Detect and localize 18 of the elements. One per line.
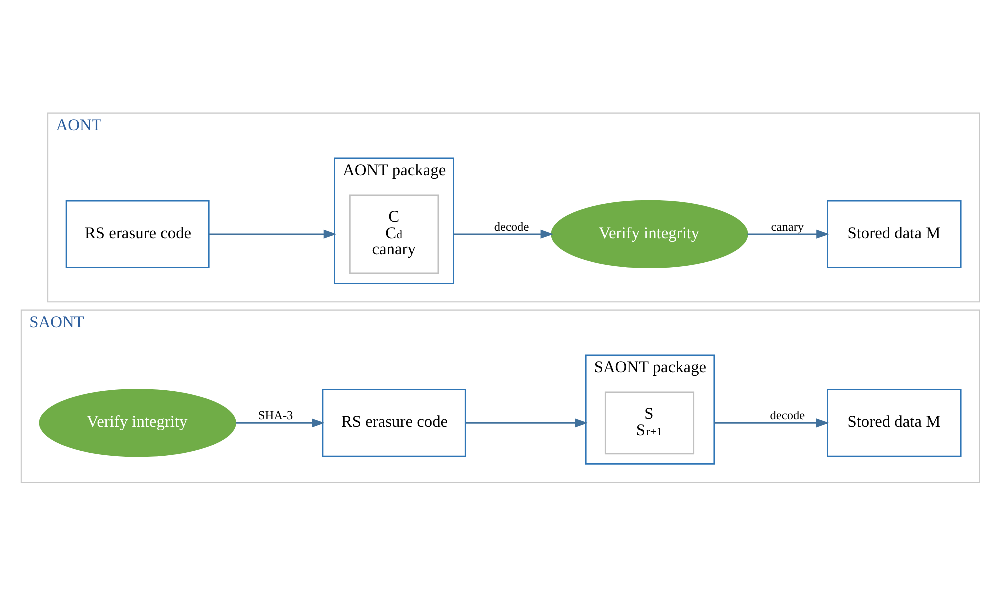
- node-box: RS erasure code: [65, 200, 210, 268]
- node-ellipse: Verify integrity: [38, 389, 236, 458]
- edge-label: SHA-3: [258, 408, 293, 423]
- node-box: S Sr+1: [604, 392, 694, 455]
- node-box: Stored data M: [826, 200, 962, 268]
- arrow: [747, 230, 830, 239]
- arrow: [453, 230, 554, 239]
- arrow: [236, 418, 324, 428]
- edge-label: decode: [494, 220, 529, 234]
- arrow: [208, 230, 336, 239]
- node-box: RS erasure code: [322, 389, 466, 458]
- node-ellipse: Verify integrity: [550, 200, 748, 268]
- arrow: [465, 418, 588, 428]
- arrow: [714, 418, 829, 428]
- edge-label: decode: [770, 408, 805, 423]
- node-box: C Cd canary: [349, 194, 439, 274]
- edge-label: canary: [770, 220, 804, 234]
- node-box: Stored data M: [826, 389, 962, 458]
